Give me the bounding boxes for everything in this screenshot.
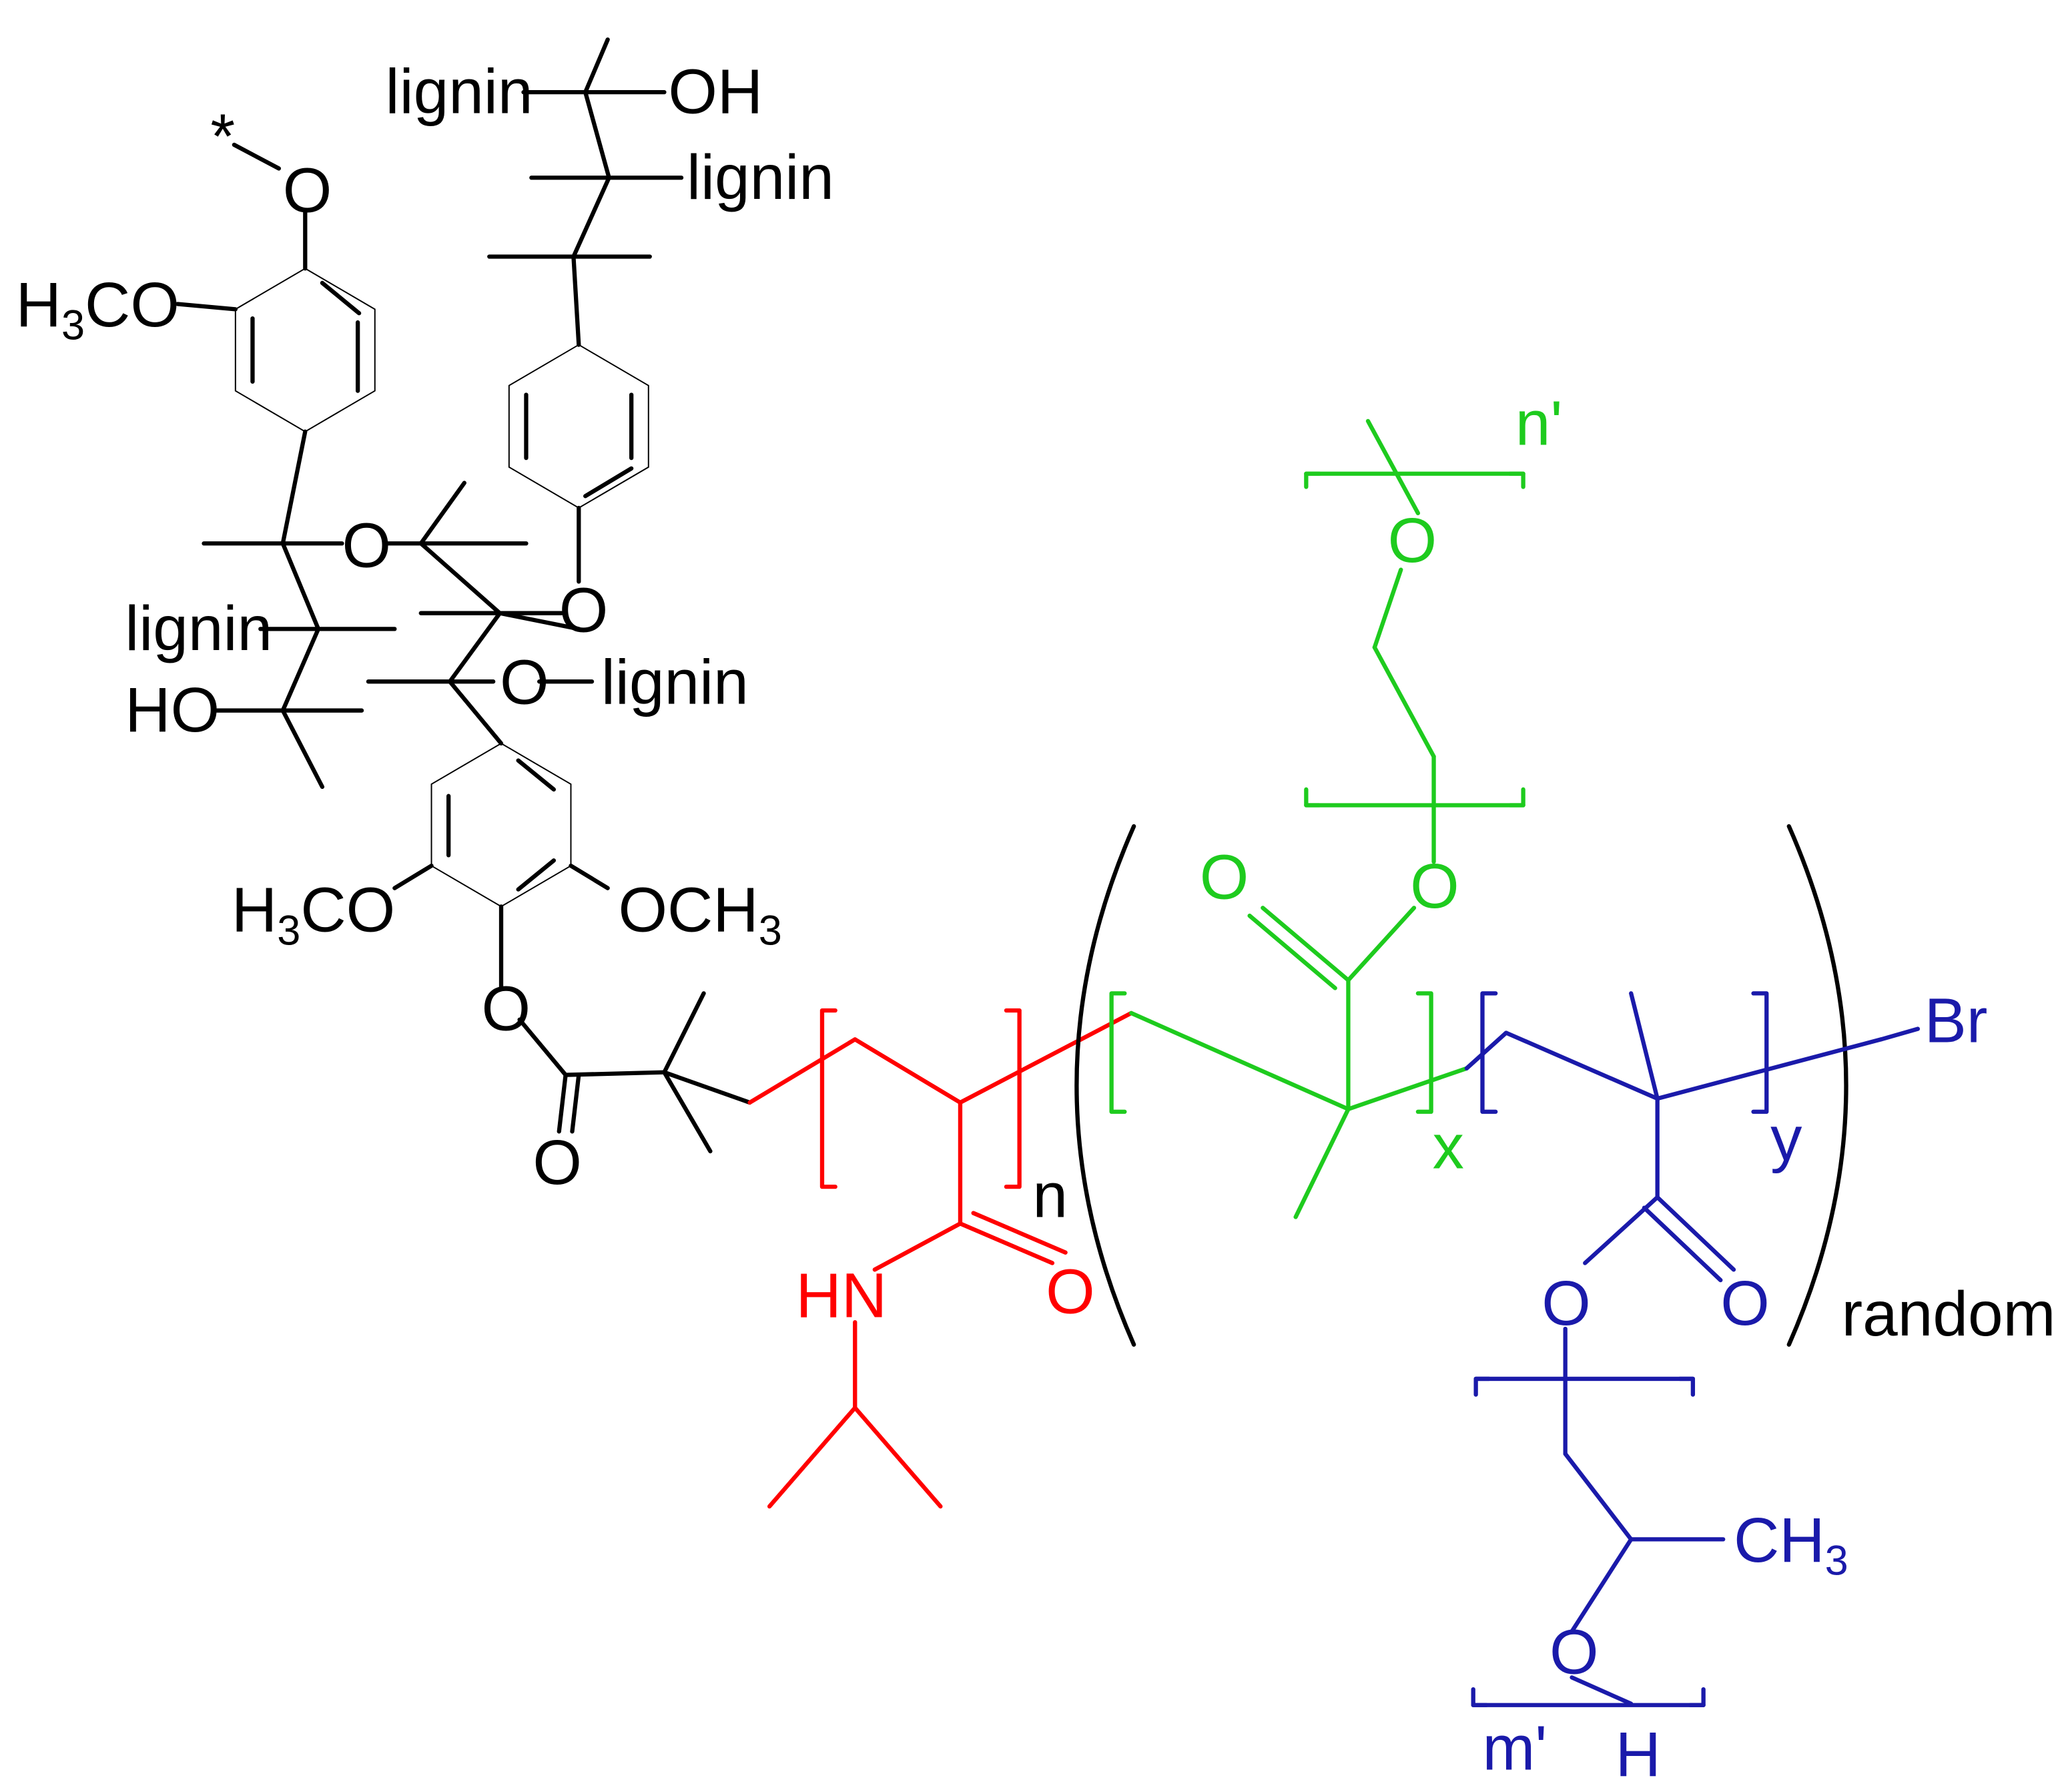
amide-oxygen: O [1046,1256,1095,1327]
ether-oxygen: O [342,511,392,581]
carbonyl-oxygen: O [1200,842,1249,912]
ester-oxygen: O [481,974,531,1044]
methyl-label: CH3 [1734,1505,1848,1584]
hydrogen-end-group: H [1616,1719,1661,1790]
lignin-core-bonds [175,37,752,1154]
ppg-oxygen: O [1550,1616,1599,1687]
hydroxyl-label: OH [668,57,763,127]
amine-label: HN [796,1260,888,1331]
ether-oxygen: O [283,156,332,226]
lignin-label: lignin [386,57,533,127]
lignin-label: lignin [601,647,749,718]
m-prime-subscript: m' [1482,1713,1547,1783]
methoxy-label: H3CO [16,270,180,349]
star-marker: * [210,101,235,172]
lignin-label: lignin [687,142,834,213]
ether-oxygen: O [559,575,609,645]
carbonyl-oxygen: O [533,1127,582,1198]
ppgma-labels: Br y O O CH3 O m' H [1482,985,1987,1790]
carbonyl-oxygen: O [1720,1268,1770,1339]
methoxy-label: OCH3 [618,875,781,954]
methoxy-label: H3CO [232,875,395,954]
lignin-labels: lignin OH lignin * O H3CO O O lignin O l… [16,57,834,1199]
random-copolymer-parentheses [1074,824,1848,1347]
pnipam-labels: HN O n [796,1160,1095,1331]
peg-oxygen: O [1388,505,1437,576]
lignin-label: lignin [125,593,272,664]
n-subscript: n [1032,1160,1068,1231]
x-subscript: x [1433,1112,1464,1183]
pegma-labels: O n' O O x [1200,388,1563,1182]
ether-oxygen: O [500,647,549,718]
ppgma-bonds [1464,991,1921,1707]
n-prime-subscript: n' [1515,388,1563,459]
hydroxyl-label: HO [125,675,220,745]
random-label: random [1842,1279,2052,1350]
ester-oxygen: O [1542,1268,1591,1339]
pegma-bonds [1109,418,1525,1219]
pnipam-bonds [747,1008,1134,1509]
bromine-end-group: Br [1925,985,1988,1056]
y-subscript: y [1770,1104,1802,1175]
ester-oxygen: O [1410,851,1459,922]
